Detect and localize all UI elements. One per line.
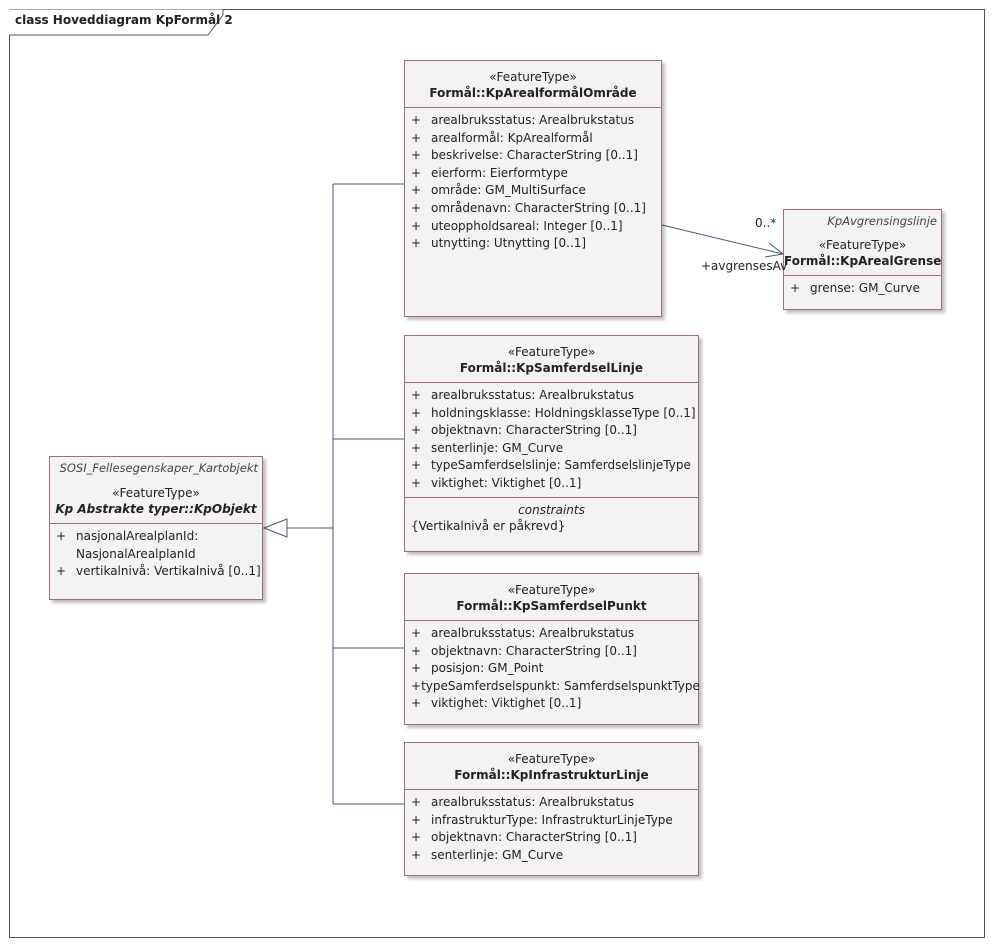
class-kpobjekt[interactable]: SOSI_Fellesegenskaper_Kartobjekt «Featur… bbox=[49, 456, 263, 600]
attribute-row: +vertikalnivå: Vertikalnivå [0..1] bbox=[56, 564, 261, 579]
attribute-row: +objektnavn: CharacterString [0..1] bbox=[411, 423, 637, 438]
attribute-row: +posisjon: GM_Point bbox=[411, 661, 544, 676]
omrade-stereotype: «FeatureType» bbox=[489, 70, 577, 84]
class-kparealformalomrade[interactable]: «FeatureType» Formål::KpArealformålOmråd… bbox=[404, 60, 662, 317]
attribute-row: +objektnavn: CharacterString [0..1] bbox=[411, 643, 637, 658]
class-kpinfrastrukturlinje[interactable]: «FeatureType» Formål::KpInfrastrukturLin… bbox=[404, 742, 699, 876]
infra-stereotype: «FeatureType» bbox=[507, 752, 596, 766]
title-tab-shape bbox=[9, 9, 224, 36]
attribute-row: +objektnavn: CharacterString [0..1] bbox=[411, 830, 637, 845]
attribute-row: +områdenavn: CharacterString [0..1] bbox=[411, 200, 646, 215]
infra-name: Formål::KpInfrastrukturLinje bbox=[454, 768, 649, 782]
samflinje-constraints: constraints {Vertikalnivå er påkrevd} bbox=[405, 496, 698, 539]
attribute-row: +arealbruksstatus: Arealbrukstatus bbox=[411, 388, 635, 402]
constraint-item: {Vertikalnivå er påkrevd} bbox=[411, 518, 566, 533]
grense-package: KpAvgrensingslinje bbox=[827, 214, 937, 228]
association-multiplicity: 0..* bbox=[755, 216, 777, 230]
generalization-arrowhead bbox=[262, 518, 288, 538]
association-role: +avgrensesAv bbox=[701, 259, 788, 273]
kpobjekt-attributes: +nasjonalArealplanId: NasjonalArealplanI… bbox=[50, 524, 262, 585]
attribute-row: +uteoppholdsareal: Integer [0..1] bbox=[411, 218, 623, 233]
infra-attributes: +arealbruksstatus: Arealbrukstatus +infr… bbox=[405, 790, 698, 868]
omrade-attributes: +arealbruksstatus: Arealbrukstatus +area… bbox=[405, 108, 661, 257]
samflinje-stereotype: «FeatureType» bbox=[507, 345, 596, 359]
attribute-row: +senterlinje: GM_Curve bbox=[411, 847, 564, 862]
attribute-row: +arealbruksstatus: Arealbrukstatus bbox=[411, 626, 635, 640]
class-kparealgrense[interactable]: KpAvgrensingslinje «FeatureType» Formål:… bbox=[783, 209, 942, 310]
attribute-row: +grense: GM_Curve bbox=[790, 281, 920, 295]
samfpunkt-stereotype: «FeatureType» bbox=[507, 583, 596, 597]
samflinje-attributes: +arealbruksstatus: Arealbrukstatus +hold… bbox=[405, 383, 698, 497]
attribute-row: +typeSamferdselslinje: SamferdselslinjeT… bbox=[411, 458, 691, 473]
attribute-row: +viktighet: Viktighet [0..1] bbox=[411, 696, 582, 711]
attribute-row: +arealformål: KpArealformål bbox=[411, 130, 593, 145]
attribute-row: +eierform: Eierformtype bbox=[411, 165, 568, 180]
attribute-row: +arealbruksstatus: Arealbrukstatus bbox=[411, 795, 635, 809]
kpobjekt-package: SOSI_Fellesegenskaper_Kartobjekt bbox=[59, 461, 258, 475]
samflinje-name: Formål::KpSamferdselLinje bbox=[459, 361, 644, 375]
omrade-name: Formål::KpArealformålOmråde bbox=[429, 86, 637, 100]
attribute-row: NasjonalArealplanId bbox=[76, 546, 196, 561]
attribute-row: +infrastrukturType: InfrastrukturLinjeTy… bbox=[411, 812, 673, 827]
class-kpsamferdselpunkt[interactable]: «FeatureType» Formål::KpSamferdselPunkt … bbox=[404, 573, 700, 725]
samfpunkt-attributes: +arealbruksstatus: Arealbrukstatus +obje… bbox=[405, 621, 700, 717]
association-line bbox=[661, 224, 784, 255]
constraints-header: constraints bbox=[518, 502, 585, 517]
attribute-row: +nasjonalArealplanId: bbox=[56, 529, 199, 543]
grense-name: Formål::KpArealGrense bbox=[784, 254, 942, 268]
grense-attributes: +grense: GM_Curve bbox=[784, 276, 941, 302]
attribute-row: +viktighet: Viktighet [0..1] bbox=[411, 475, 582, 490]
class-kpsamferdsellinje[interactable]: «FeatureType» Formål::KpSamferdselLinje … bbox=[404, 335, 699, 552]
attribute-row: +beskrivelse: CharacterString [0..1] bbox=[411, 148, 638, 163]
attribute-row: +typeSamferdselspunkt: SamferdselspunktT… bbox=[411, 678, 700, 693]
kpobjekt-name: Kp Abstrakte typer::KpObjekt bbox=[55, 502, 257, 516]
attribute-row: +holdningsklasse: HoldningsklasseType [0… bbox=[411, 405, 696, 420]
diagram-title: class Hoveddiagram KpFormål 2 bbox=[15, 13, 233, 27]
kpobjekt-stereotype: «FeatureType» bbox=[112, 486, 200, 500]
attribute-row: +arealbruksstatus: Arealbrukstatus bbox=[411, 113, 635, 127]
grense-stereotype: «FeatureType» bbox=[818, 238, 907, 252]
samfpunkt-name: Formål::KpSamferdselPunkt bbox=[456, 599, 647, 613]
attribute-row: +senterlinje: GM_Curve bbox=[411, 440, 564, 455]
attribute-row: +utnytting: Utnytting [0..1] bbox=[411, 236, 587, 251]
attribute-row: +område: GM_MultiSurface bbox=[411, 183, 586, 198]
